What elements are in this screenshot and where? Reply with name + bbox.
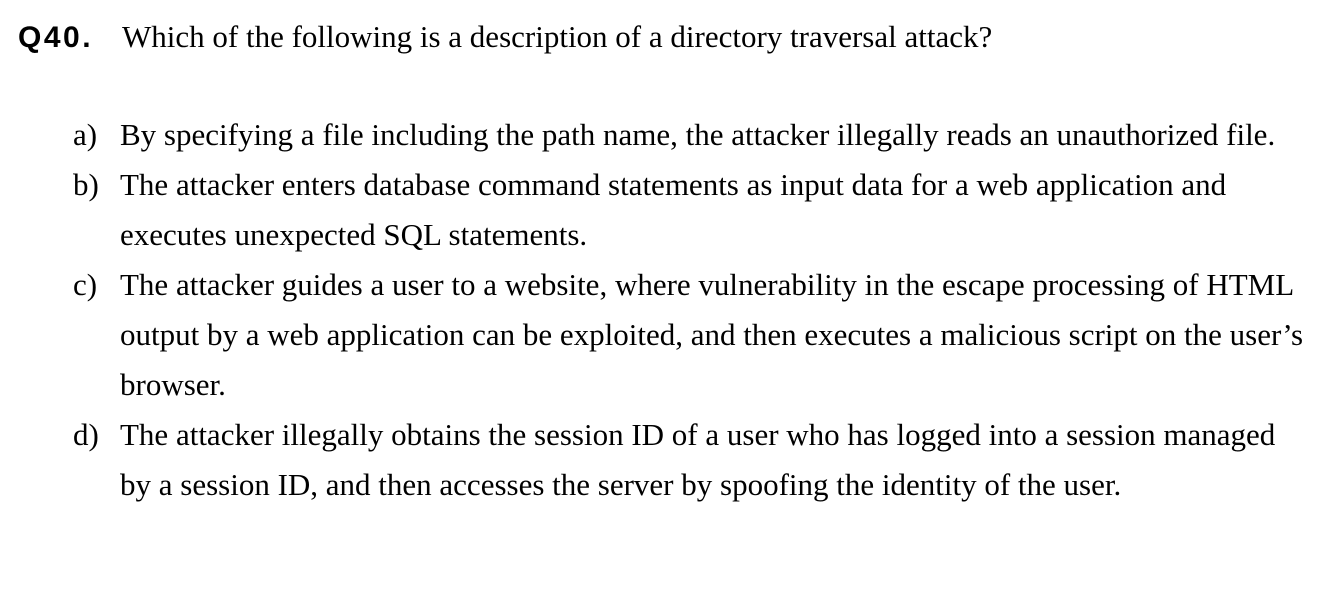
option-b: b) The attacker enters database command … <box>0 160 1322 260</box>
option-c-text: The attacker guides a user to a website,… <box>120 267 1304 402</box>
option-a-letter: a) <box>73 117 98 152</box>
question-text: Which of the following is a description … <box>122 19 993 54</box>
question-number: Q40. <box>18 21 94 54</box>
option-d: d) The attacker illegally obtains the se… <box>0 410 1322 510</box>
option-c: c) The attacker guides a user to a websi… <box>0 260 1322 410</box>
option-b-letter: b) <box>73 167 99 202</box>
question-header: Q40. Which of the following is a descrip… <box>0 12 1322 63</box>
option-d-letter: d) <box>73 417 99 452</box>
option-a: a) By specifying a file including the pa… <box>0 110 1322 160</box>
option-d-text: The attacker illegally obtains the sessi… <box>120 417 1276 502</box>
option-a-text: By specifying a file including the path … <box>120 117 1276 152</box>
option-b-text: The attacker enters database command sta… <box>120 167 1227 252</box>
option-c-letter: c) <box>73 267 98 302</box>
options-list: a) By specifying a file including the pa… <box>0 110 1322 510</box>
